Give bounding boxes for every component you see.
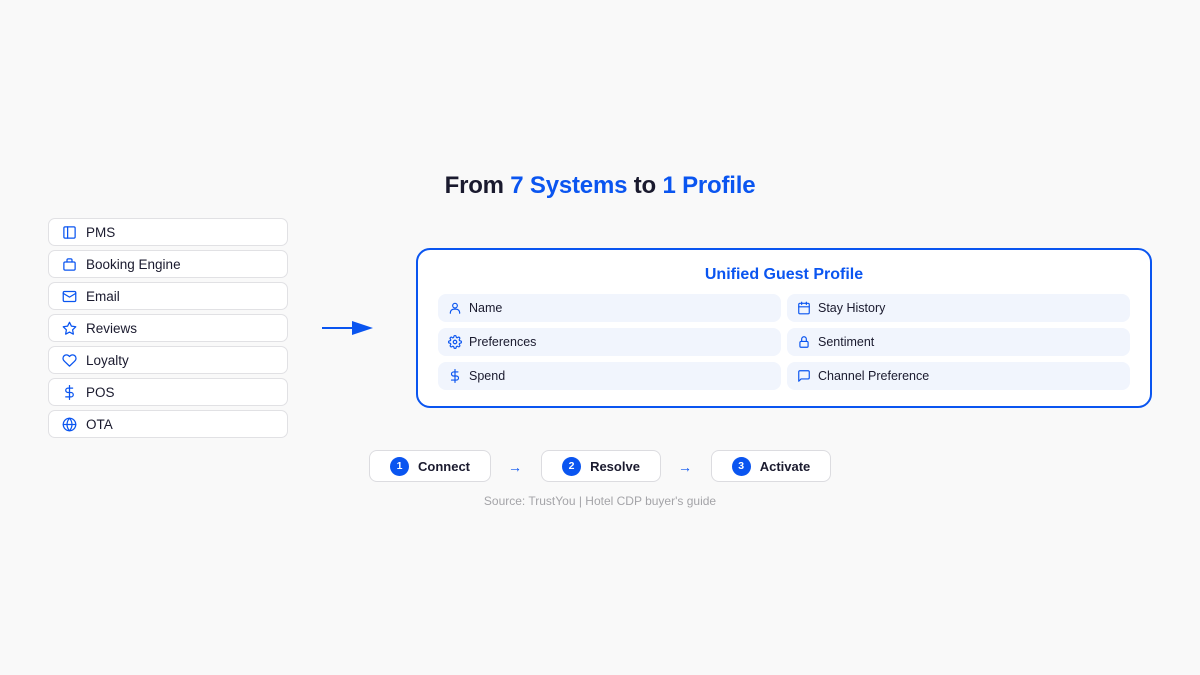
step-number-badge: 2 bbox=[562, 456, 582, 476]
source-label: POS bbox=[86, 384, 115, 400]
step-label: Activate bbox=[759, 458, 811, 474]
unified-profile-card: Unified Guest Profile Name Stay History … bbox=[416, 248, 1152, 408]
briefcase-icon bbox=[63, 257, 76, 271]
page-title: From 7 Systems to 1 Profile bbox=[0, 172, 1200, 200]
source-label: Loyalty bbox=[86, 352, 129, 368]
profile-title: Unified Guest Profile bbox=[704, 266, 864, 283]
source-item-loyalty: Loyalty bbox=[48, 346, 288, 374]
globe-icon bbox=[62, 417, 77, 431]
profile-field-preferences: Preferences bbox=[438, 328, 781, 356]
step-arrow-icon: → bbox=[678, 459, 692, 475]
source-label: Booking Engine bbox=[86, 256, 181, 272]
field-label: Spend bbox=[469, 369, 506, 383]
dollar-icon bbox=[450, 369, 460, 383]
profile-fields-grid: Name Stay History Preferences Sentiment … bbox=[438, 294, 1130, 390]
step-number-badge: 3 bbox=[731, 456, 751, 476]
title-prefix: From bbox=[444, 172, 511, 199]
profile-field-stay-history: Stay History bbox=[787, 294, 1130, 322]
mail-icon bbox=[62, 290, 77, 302]
gear-icon bbox=[448, 335, 462, 349]
title-highlight-systems: 7 Systems bbox=[510, 172, 628, 199]
source-label: Reviews bbox=[86, 320, 138, 336]
step-resolve: 2 Resolve bbox=[541, 450, 661, 482]
field-label: Channel Preference bbox=[818, 369, 930, 383]
step-connect: 1 Connect bbox=[369, 450, 491, 482]
source-systems-list: PMS Booking Engine Email Reviews Loyalty… bbox=[48, 218, 288, 442]
field-label: Name bbox=[469, 301, 503, 315]
source-item-reviews: Reviews bbox=[48, 314, 288, 342]
dollar-icon bbox=[65, 384, 74, 400]
calendar-icon bbox=[798, 301, 810, 315]
step-activate: 3 Activate bbox=[711, 450, 831, 482]
source-item-pos: POS bbox=[48, 378, 288, 406]
source-item-ota: OTA bbox=[48, 410, 288, 438]
title-highlight-profile: 1 Profile bbox=[662, 172, 756, 199]
star-icon bbox=[62, 321, 77, 335]
source-citation: Source: TrustYou | Hotel CDP buyer's gui… bbox=[483, 494, 717, 508]
field-label: Preferences bbox=[469, 335, 537, 349]
profile-field-name: Name bbox=[438, 294, 781, 322]
step-arrow-icon: → bbox=[508, 459, 522, 475]
source-item-pms: PMS bbox=[48, 218, 288, 246]
lock-icon bbox=[799, 336, 809, 348]
heart-icon bbox=[62, 353, 77, 367]
user-icon bbox=[449, 302, 461, 314]
source-item-booking-engine: Booking Engine bbox=[48, 250, 288, 278]
step-label: Connect bbox=[418, 458, 470, 474]
flow-arrow-icon bbox=[322, 321, 373, 335]
step-number-badge: 1 bbox=[390, 456, 409, 476]
source-item-email: Email bbox=[48, 282, 288, 310]
message-icon bbox=[798, 370, 810, 382]
profile-field-spend: Spend bbox=[438, 362, 781, 390]
title-middle: to bbox=[627, 172, 663, 199]
step-label: Resolve bbox=[590, 458, 640, 474]
source-label: PMS bbox=[86, 224, 116, 240]
sidebar-panel-icon bbox=[63, 225, 76, 239]
profile-field-sentiment: Sentiment bbox=[787, 328, 1130, 356]
field-label: Sentiment bbox=[818, 335, 875, 349]
source-label: Email bbox=[86, 288, 120, 304]
source-label: OTA bbox=[86, 416, 113, 432]
field-label: Stay History bbox=[818, 301, 886, 315]
profile-field-channel-preference: Channel Preference bbox=[787, 362, 1130, 390]
